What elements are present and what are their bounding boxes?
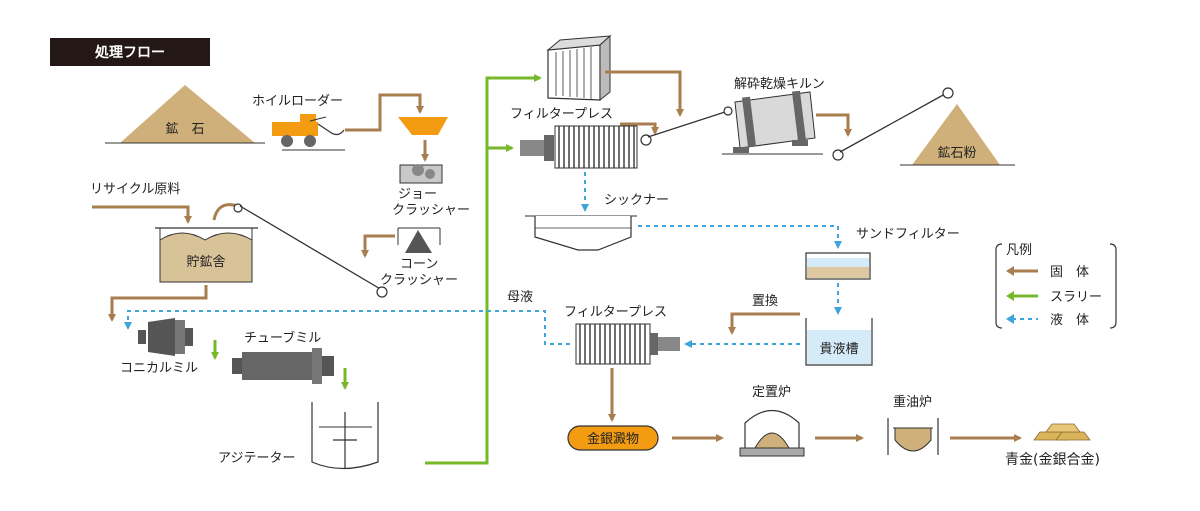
filter-press-mid-icon [575,323,680,365]
mother-liquor-label: 母液 [507,290,533,305]
conical-mill-label: コニカルミル [120,361,198,376]
oil-furnace-label: 重油炉 [893,394,932,410]
thickener-icon [525,215,637,251]
hopper-icon [398,117,448,135]
flow-building-to-belt [605,70,684,117]
flow-loader-to-hopper [345,93,424,132]
wheel-loader-label: ホイルローダー [252,94,343,109]
flow-storage-to-mill [108,285,208,322]
agitator-icon [311,402,379,470]
jaw-crusher-label-1: ジョー [398,187,437,202]
jaw-crusher-icon [399,164,443,184]
fixed-furnace-label: 定置炉 [752,385,791,400]
legend-slurry-label: スラリー [1050,290,1102,305]
tube-mill-label: チューブミル [244,330,321,346]
flow-agitator-to-filter-press [425,144,514,465]
sand-filter-icon [805,252,871,280]
flow-mother-liquor-return [124,310,570,345]
wheel-loader-icon [272,114,345,147]
flow-thickener-to-sand-filter [638,225,842,249]
title-box: 処理フロー [50,38,210,66]
thickener-label: シックナー [604,193,669,208]
cone-crusher-label-1: コーン [400,257,438,272]
flow-recycle-to-storage [92,205,192,224]
precipitate-badge: 金銀澱物 [567,425,659,451]
kiln-icon [722,90,823,155]
flow-cone-return [361,234,395,258]
replacement-label: 置換 [752,294,778,309]
filter-press-top-icon [520,125,638,169]
tube-mill-icon [232,348,334,384]
storage-label: 貯鉱舎 [186,254,225,270]
recycle-material-label: リサイクル原料 [90,182,180,197]
ore-powder-label: 鉱石粉 [937,145,976,161]
pregnant-tank-label: 貴液槽 [819,342,858,357]
legend: 凡例 固 体 スラリー 液 体 [995,243,1117,329]
conveyor-belt-3 [839,93,946,153]
legend-title: 凡例 [1006,243,1032,258]
legend-solid-label: 固 体 [1050,265,1089,280]
agitator-label: アジテーター [218,451,295,466]
ore-pile: 鉱 石 [105,85,265,144]
fixed-furnace-icon [739,410,805,457]
filter-building-icon [546,34,612,102]
diagram-title: 処理フロー [94,44,165,61]
legend-liquid-label: 液 体 [1050,313,1089,328]
precipitate-label: 金銀澱物 [587,431,639,447]
pregnant-tank-icon: 貴液槽 [805,318,873,366]
cone-crusher-icon [397,227,441,253]
storage-building: 貯鉱舎 [155,227,258,283]
flow-filter-top-to-belt [620,122,659,135]
cone-crusher-label-2: クラッシャー [380,273,458,288]
flow-slurry-to-filter-top [485,74,542,148]
jaw-crusher-label-2: クラッシャー [392,203,470,218]
bullion-label: 青金(金銀合金) [1005,452,1100,468]
ore-label: 鉱 石 [165,121,204,137]
ore-powder-pile: 鉱石粉 [900,104,1015,166]
filter-press-mid-label: フィルタープレス [564,305,667,320]
conveyor-belt-2 [647,111,726,138]
flow-kiln-to-belt [816,113,852,137]
oil-furnace-icon [887,418,939,455]
gold-bars-icon [1033,423,1091,441]
conveyor-belt-1 [239,205,383,291]
sand-filter-label: サンドフィルター [856,227,960,242]
filter-press-top-label: フィルタープレス [510,107,613,122]
conical-mill-icon [138,318,193,356]
kiln-label: 解砕乾燥キルン [734,77,825,92]
flow-replacement [728,312,800,335]
